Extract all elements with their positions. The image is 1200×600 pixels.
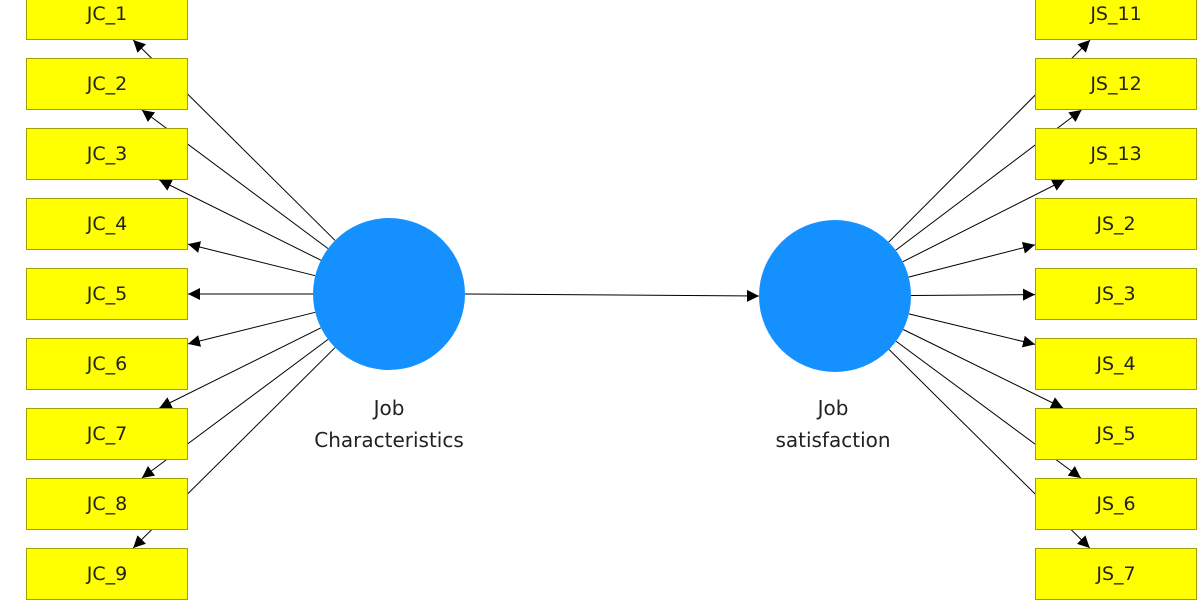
indicator-box-js_4[interactable]: JS_4 <box>1035 338 1197 390</box>
indicator-box-js_7[interactable]: JS_7 <box>1035 548 1197 600</box>
job-characteristics-label-line2: Characteristics <box>314 428 464 452</box>
nodes-layer <box>313 218 911 372</box>
loading-arrow-jc_3 <box>159 179 322 261</box>
job-characteristics-label-line1: Job <box>373 396 405 420</box>
loading-arrow-js_3 <box>910 288 1036 301</box>
loading-arrow-js_4 <box>908 313 1036 348</box>
job-satisfaction-label-line2: satisfaction <box>775 428 891 452</box>
indicator-box-js_2[interactable]: JS_2 <box>1035 198 1197 250</box>
job-satisfaction-label: Job satisfaction <box>733 392 933 456</box>
indicator-box-jc_1[interactable]: JC_1 <box>26 0 188 40</box>
indicator-box-js_5[interactable]: JS_5 <box>1035 408 1197 460</box>
indicator-box-js_11[interactable]: JS_11 <box>1035 0 1197 40</box>
indicator-box-jc_7[interactable]: JC_7 <box>26 408 188 460</box>
loading-arrow-js_13 <box>902 179 1065 263</box>
job-characteristics-construct[interactable] <box>313 218 465 370</box>
indicator-box-jc_6[interactable]: JC_6 <box>26 338 188 390</box>
indicator-box-js_12[interactable]: JS_12 <box>1035 58 1197 110</box>
edges-layer <box>132 39 1091 549</box>
indicator-box-jc_4[interactable]: JC_4 <box>26 198 188 250</box>
loading-arrow-js_2 <box>908 241 1036 278</box>
loading-arrow-jc_7 <box>159 327 322 409</box>
loading-arrow-js_5 <box>902 329 1064 409</box>
indicator-box-jc_5[interactable]: JC_5 <box>26 268 188 320</box>
structural-path-arrow <box>464 289 760 302</box>
indicator-box-jc_8[interactable]: JC_8 <box>26 478 188 530</box>
indicator-box-js_13[interactable]: JS_13 <box>1035 128 1197 180</box>
loading-arrow-jc_6 <box>187 311 316 347</box>
loading-arrow-jc_4 <box>187 241 316 277</box>
indicator-box-jc_3[interactable]: JC_3 <box>26 128 188 180</box>
job-characteristics-label: Job Characteristics <box>289 392 489 456</box>
job-satisfaction-label-line1: Job <box>817 396 849 420</box>
job-satisfaction-construct[interactable] <box>759 220 911 372</box>
indicator-box-js_3[interactable]: JS_3 <box>1035 268 1197 320</box>
indicator-box-jc_9[interactable]: JC_9 <box>26 548 188 600</box>
indicator-box-js_6[interactable]: JS_6 <box>1035 478 1197 530</box>
indicator-box-jc_2[interactable]: JC_2 <box>26 58 188 110</box>
